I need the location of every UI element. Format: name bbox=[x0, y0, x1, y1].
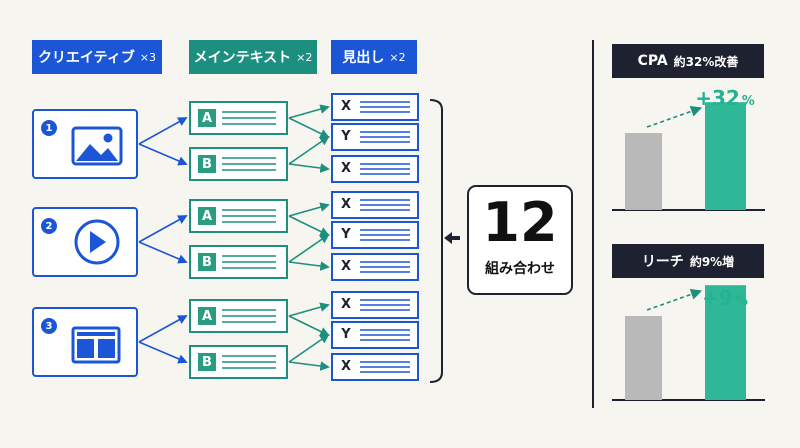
header-main-text: メインテキスト ×2 bbox=[189, 40, 317, 74]
metric-cpa-name: CPA bbox=[637, 53, 668, 69]
headline-option-letter: X bbox=[340, 161, 352, 176]
text-option-letter: B bbox=[198, 155, 216, 173]
header-creative: クリエイティブ ×3 bbox=[32, 40, 162, 74]
growth-arrow bbox=[646, 288, 703, 311]
text-option-letter: A bbox=[198, 109, 216, 127]
text-to-headline-arrow bbox=[288, 233, 330, 263]
text-option-letter: B bbox=[198, 353, 216, 371]
metric-title-reach: リーチ約9%増 bbox=[612, 244, 764, 278]
metric-cpa-change: +32% bbox=[680, 86, 770, 110]
metric-reach-subtitle: 約9%増 bbox=[689, 254, 735, 269]
text-to-headline-arrow bbox=[288, 302, 330, 317]
header-main-text-label: メインテキスト bbox=[193, 50, 292, 66]
metric-reach-change-value: +9 bbox=[702, 286, 733, 310]
metric-cpa-change-value: +32 bbox=[695, 86, 740, 110]
text-option-letter: B bbox=[198, 253, 216, 271]
headline-option-letter: Y bbox=[341, 227, 351, 242]
header-main-text-mult: ×2 bbox=[296, 50, 313, 64]
text-to-headline-arrow bbox=[288, 261, 330, 271]
header-creative-mult: ×3 bbox=[139, 50, 157, 64]
text-to-headline-arrow bbox=[288, 215, 330, 236]
creative-to-text-arrow bbox=[138, 215, 188, 243]
headline-option-letter: X bbox=[340, 297, 352, 312]
combination-count: 12 bbox=[482, 191, 558, 254]
creative-to-text-arrow bbox=[138, 241, 188, 264]
image-icon bbox=[71, 126, 123, 166]
text-to-headline-arrow bbox=[288, 163, 330, 173]
bar-after bbox=[705, 102, 746, 210]
layout-icon bbox=[71, 326, 121, 364]
growth-arrow bbox=[646, 105, 703, 128]
metric-cpa-change-unit: % bbox=[741, 94, 755, 109]
headline-option-letter: Y bbox=[341, 327, 351, 342]
text-to-headline-arrow bbox=[288, 333, 330, 363]
creative-to-text-arrow bbox=[138, 117, 188, 145]
text-to-headline-arrow bbox=[288, 117, 330, 138]
metric-cpa-subtitle: 約32%改善 bbox=[673, 54, 739, 69]
headline-option-letter: Y bbox=[341, 129, 351, 144]
text-to-headline-arrow bbox=[288, 104, 330, 119]
result-box bbox=[467, 185, 573, 295]
header-headline-mult: ×2 bbox=[389, 50, 406, 64]
text-to-headline-arrow bbox=[288, 135, 330, 165]
result-arrow-icon bbox=[444, 232, 460, 244]
header-headline-label: 見出し bbox=[342, 50, 385, 66]
text-to-headline-arrow bbox=[288, 315, 330, 336]
metric-reach-change: +9% bbox=[680, 286, 770, 310]
bracket bbox=[429, 99, 443, 383]
creative-number: 1 bbox=[41, 120, 57, 136]
text-to-headline-arrow bbox=[288, 202, 330, 217]
headline-option-letter: X bbox=[340, 359, 352, 374]
creative-to-text-arrow bbox=[138, 315, 188, 343]
header-creative-label: クリエイティブ bbox=[37, 50, 135, 66]
headline-option-letter: X bbox=[340, 259, 352, 274]
creative-to-text-arrow bbox=[138, 341, 188, 364]
metric-title-cpa: CPA 約32%改善 bbox=[612, 44, 764, 78]
creative-number: 2 bbox=[41, 218, 57, 234]
headline-option-letter: X bbox=[340, 99, 352, 114]
creative-number: 3 bbox=[41, 318, 57, 334]
bar-after bbox=[705, 285, 746, 400]
metric-reach-name: リーチ bbox=[641, 254, 684, 270]
play-icon bbox=[74, 219, 120, 265]
creative-to-text-arrow bbox=[138, 143, 188, 166]
header-headline: 見出し ×2 bbox=[331, 40, 417, 74]
metric-reach-change-unit: % bbox=[734, 294, 748, 309]
text-option-letter: A bbox=[198, 207, 216, 225]
combination-label: 組み合わせ bbox=[485, 261, 555, 277]
text-option-letter: A bbox=[198, 307, 216, 325]
bar-before bbox=[625, 316, 662, 400]
headline-option-letter: X bbox=[340, 197, 352, 212]
bar-before bbox=[625, 133, 662, 210]
text-to-headline-arrow bbox=[288, 361, 330, 371]
